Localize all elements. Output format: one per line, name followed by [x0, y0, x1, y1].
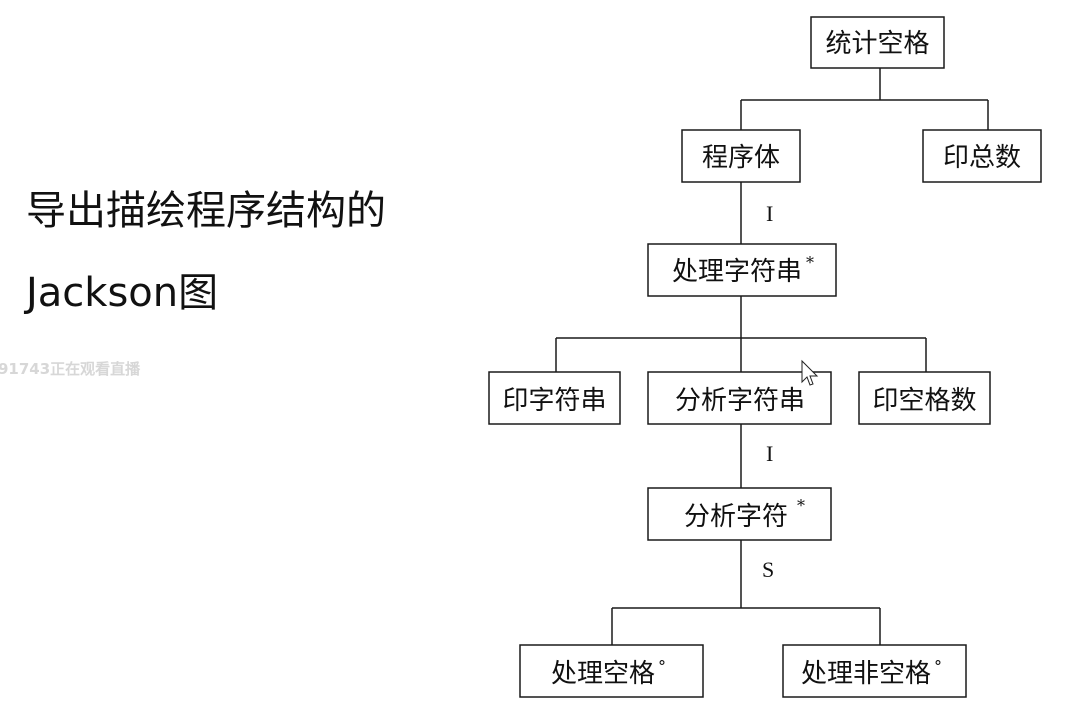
node-print-string-label: 印字符串 — [502, 386, 606, 416]
node-root: 统计空格 — [810, 16, 945, 69]
node-program-body: 程序体 — [681, 129, 801, 183]
node-process-space-selection-mark: ° — [658, 657, 666, 676]
node-print-space-count: 印空格数 — [858, 371, 991, 425]
node-process-string-iteration-mark: * — [806, 253, 814, 272]
node-print-total: 印总数 — [922, 129, 1042, 183]
node-process-non-space-label: 处理非空格 — [801, 659, 931, 689]
viewer-watermark: 91743正在观看直播 — [0, 360, 141, 378]
node-analyze-string: 分析字符串 — [647, 371, 832, 425]
mouse-cursor-icon — [801, 359, 819, 386]
node-process-string-label: 处理字符串 — [672, 257, 802, 287]
slide-title-line-1: 导出描绘程序结构的 — [26, 188, 386, 234]
node-print-total-label: 印总数 — [943, 143, 1021, 173]
node-analyze-char: 分析字符 * — [647, 487, 832, 541]
node-program-body-label: 程序体 — [702, 143, 780, 173]
iteration-label-1: I — [766, 201, 773, 226]
node-process-non-space: 处理非空格 ° — [782, 644, 967, 698]
iteration-label-2: I — [766, 441, 773, 466]
node-root-label: 统计空格 — [825, 29, 929, 59]
selection-label: S — [762, 557, 774, 582]
node-process-space-label: 处理空格 — [551, 659, 655, 689]
node-analyze-char-label: 分析字符 — [684, 502, 788, 532]
connectors — [555, 68, 989, 645]
node-analyze-char-iteration-mark: * — [797, 496, 805, 515]
node-analyze-string-label: 分析字符串 — [675, 386, 805, 416]
node-process-string: 处理字符串 * — [647, 243, 837, 297]
node-process-space: 处理空格 ° — [519, 644, 704, 698]
node-process-non-space-selection-mark: ° — [934, 657, 942, 676]
node-print-string: 印字符串 — [488, 371, 621, 425]
node-print-space-count-label: 印空格数 — [872, 386, 976, 416]
slide-title-line-2: Jackson图 — [26, 270, 219, 316]
